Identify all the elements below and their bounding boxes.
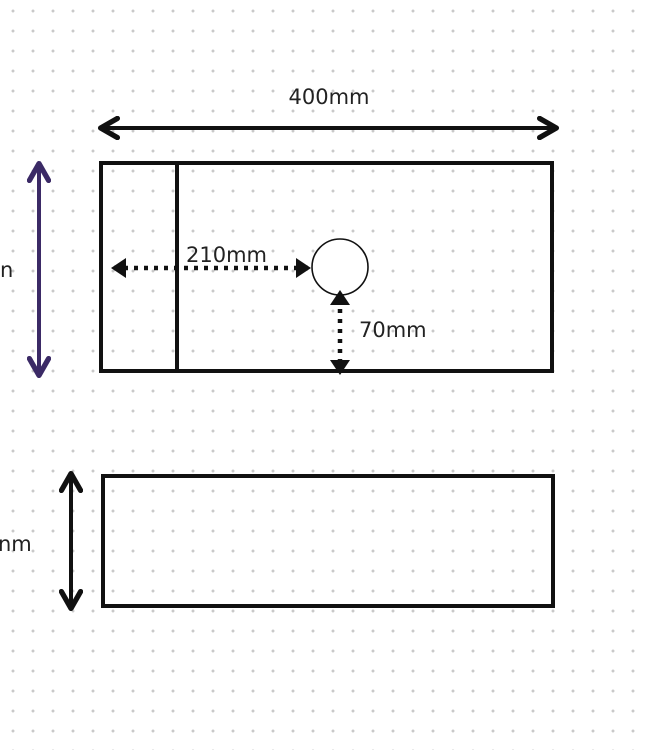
width-label: 400mm (289, 85, 370, 109)
hole-offset-label: 210mm (186, 243, 267, 267)
top-plate-height-label: n (0, 258, 13, 282)
top-plate-outline (99, 161, 554, 373)
hole-offset-arrowhead-left (111, 258, 126, 278)
hole-circle (311, 238, 369, 296)
hole-bottom-arrowhead-top (330, 290, 350, 305)
hole-bottom-label: 70mm (359, 318, 427, 342)
hole-offset-arrowhead-right (296, 258, 311, 278)
hole-bottom-arrowhead-bottom (330, 360, 350, 375)
bottom-plate-outline (101, 474, 555, 608)
bottom-plate-height-label: nm (0, 532, 32, 556)
